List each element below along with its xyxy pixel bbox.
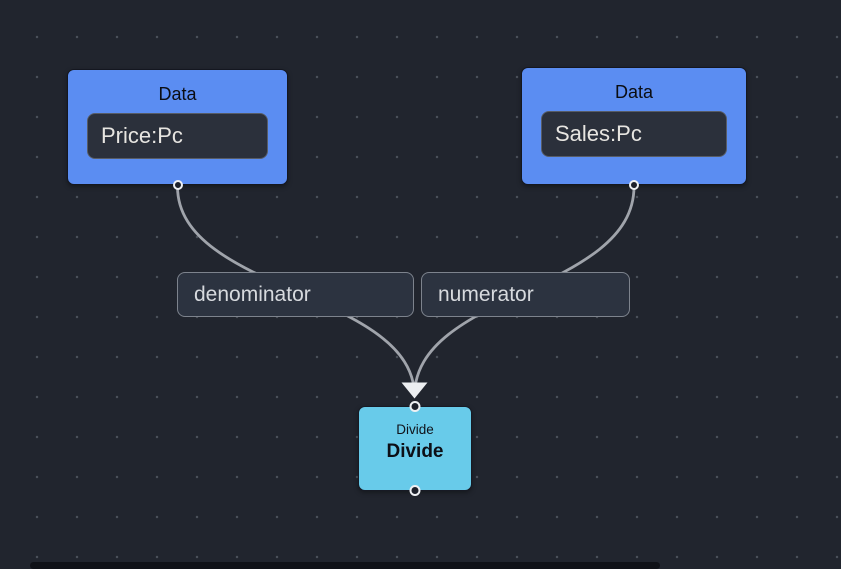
node-divide[interactable]: Divide Divide bbox=[358, 401, 472, 496]
source-handle-divide[interactable] bbox=[409, 485, 421, 496]
edge-label-denominator[interactable]: denominator bbox=[177, 272, 414, 317]
arrowhead-icon bbox=[401, 382, 428, 399]
source-handle-price[interactable] bbox=[172, 180, 183, 190]
data-field-sales[interactable]: Sales:Pc bbox=[541, 111, 727, 157]
node-title: Divide bbox=[386, 441, 444, 462]
node-data-sales[interactable]: Data Sales:Pc bbox=[521, 67, 747, 190]
node-title: Data bbox=[158, 84, 197, 104]
node-title: Data bbox=[614, 82, 654, 102]
target-handle-divide[interactable] bbox=[409, 401, 421, 412]
node-data-price[interactable]: Data Price:Pc bbox=[67, 69, 288, 190]
horizontal-scrollbar[interactable] bbox=[30, 562, 660, 569]
data-field-price[interactable]: Price:Pc bbox=[87, 113, 268, 159]
source-handle-sales[interactable] bbox=[629, 180, 639, 190]
edge-label-numerator[interactable]: numerator bbox=[421, 272, 630, 317]
node-type-label: Divide bbox=[396, 422, 434, 437]
